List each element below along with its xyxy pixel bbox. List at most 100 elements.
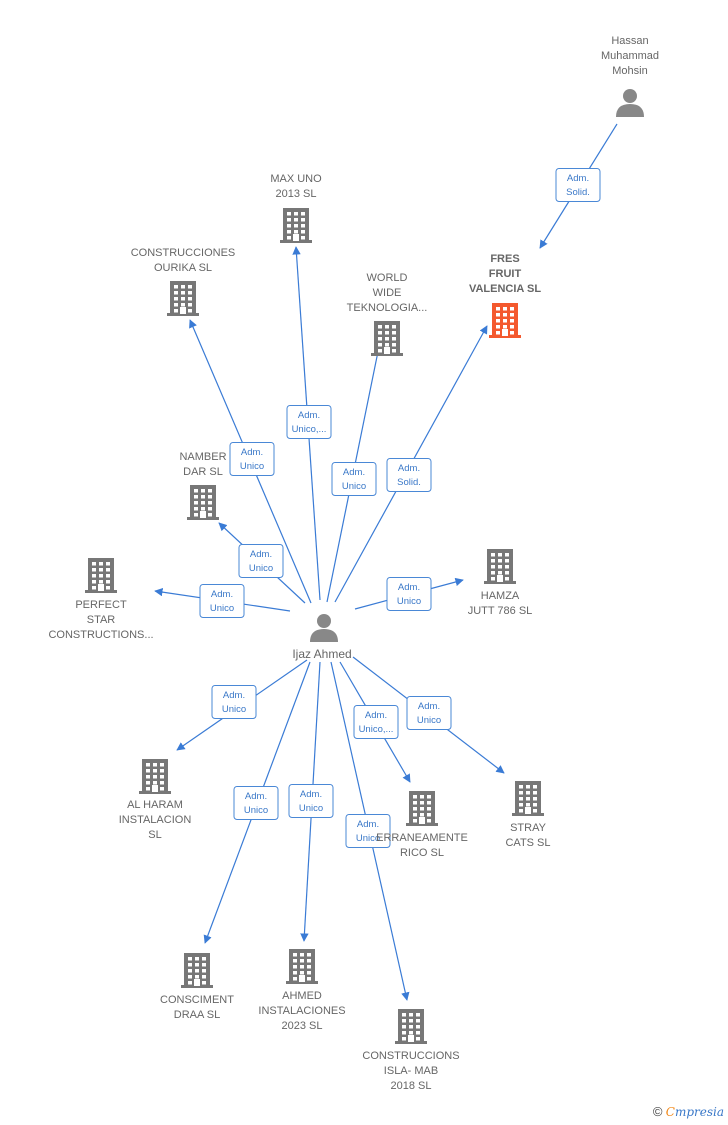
relation-label-perfect[interactable]: Adm.Unico [199,584,245,618]
relation-label-text: Adm. [298,410,320,421]
relation-label-namber[interactable]: Adm. Unico [238,544,284,578]
company-node-stray[interactable]: STRAY CATS SL [505,781,551,849]
building-icon [280,208,312,243]
relation-label-text: Adm. [223,690,245,701]
relation-label-text: Adm. [365,710,387,721]
company-node-consc[interactable]: CONSCIMENT DRAA SL [160,953,234,1021]
company-label: RICO SL [400,847,444,859]
company-label: STRAY [510,822,547,834]
building-icon [484,549,516,584]
relation-label-text: Adm. [418,701,440,712]
brand-name: mpresia [674,1105,724,1119]
company-label: AL HARAM [127,799,183,811]
company-label: MAX UNO [270,173,322,185]
relation-label-text: Adm. [398,582,420,593]
company-node-hamza[interactable]: HAMZA JUTT 786 SL [468,549,533,617]
company-label: 2023 SL [282,1020,323,1032]
person-label: Mohsin [612,65,647,77]
building-icon [85,558,117,593]
company-label: VALENCIA SL [469,283,541,295]
company-label: DAR SL [183,466,223,478]
relation-label-text: Adm. [250,549,272,560]
company-label: AHMED [282,990,322,1002]
person-icon [310,614,338,642]
relation-label-text: Solid. [566,187,590,198]
company-node-medit[interactable]: ERRANEAMENTE RICO SL [376,791,468,859]
relation-label-text: Unico [240,461,264,472]
relation-label-text: Adm. [343,467,365,478]
relation-label-text: Unico [299,803,323,814]
company-label: CONSTRUCTIONS... [48,629,153,641]
person-label: Muhammad [601,50,659,62]
relation-label-max[interactable]: Adm. Unico,... [286,405,332,439]
company-label: WIDE [373,287,402,299]
company-node-perfect[interactable]: PERFECT STAR CONSTRUCTIONS... [48,558,154,641]
copyright-symbol: © [652,1104,663,1119]
company-label: PERFECT [75,599,127,611]
person-node-center[interactable]: Ijaz Ahmed [292,614,352,661]
company-label: CATS SL [505,837,550,849]
brand-initial: C [665,1105,675,1119]
company-label: CONSTRUCCIONES [131,247,236,259]
relation-label-text: Unico [222,704,246,715]
company-label: ISLA- MAB [384,1065,438,1077]
company-label: JUTT 786 SL [468,605,533,617]
relation-label-text: Adm. [567,173,589,184]
company-node-ahmed[interactable]: AHMED INSTALACIONES 2023 SL [258,949,346,1032]
company-node-fres[interactable]: FRES FRUIT VALENCIA SL [469,253,541,338]
company-label: WORLD [367,272,408,284]
relation-label-fres[interactable]: Adm.Solid. [386,458,432,492]
relation-label-text: Adm. [300,789,322,800]
relation-label-text: Unico [244,805,268,816]
building-icon [181,953,213,988]
company-label: INSTALACIONES [258,1005,345,1017]
relation-label-stray[interactable]: Adm.Unico [406,696,452,730]
company-label: ERRANEAMENTE [376,832,468,844]
building-icon [406,791,438,826]
relation-label-isla[interactable]: Adm. Unico [345,814,391,848]
building-icon [167,281,199,316]
relation-label-ahmed[interactable]: Adm. Unico [288,784,334,818]
company-label: 2018 SL [391,1080,432,1092]
relation-label-text: Unico,... [292,424,327,435]
company-label: FRES [490,253,519,265]
relation-label-consc[interactable]: Adm. Unico [233,786,279,820]
building-icon [139,759,171,794]
relation-label-text: Adm. [357,819,379,830]
relation-label-fres[interactable]: Adm. Solid. [555,168,601,202]
relation-label-hamza[interactable]: Adm.Unico [386,577,432,611]
relation-label-text: Adm. [245,791,267,802]
company-label: INSTALACION [119,814,192,826]
relation-label-ourika[interactable]: Adm. Unico [229,442,275,476]
company-label: OURIKA SL [154,262,212,274]
relation-label-world[interactable]: Adm.Unico [331,462,377,496]
building-icon [512,781,544,816]
company-label: STAR [87,614,116,626]
person-icon [616,89,644,117]
relation-label-text: Adm. [398,463,420,474]
company-label: CONSCIMENT [160,994,234,1006]
empresia-watermark[interactable]: © Cmpresia [653,1104,724,1119]
building-icon [286,949,318,984]
relation-label-text: Unico [210,603,234,614]
company-label: HAMZA [481,590,520,602]
company-label: DRAA SL [174,1009,220,1021]
relation-label-alharam[interactable]: Adm. Unico [211,685,257,719]
relation-label-text: Adm. [241,447,263,458]
building-icon [371,321,403,356]
company-node-world[interactable]: WORLD WIDE TEKNOLOGIA... [347,272,428,356]
building-icon [489,303,521,338]
company-label: FRUIT [489,268,522,280]
company-label: TEKNOLOGIA... [347,302,428,314]
relation-label-text: Unico [249,563,273,574]
person-label: Hassan [611,35,648,47]
company-node-ourika[interactable]: CONSTRUCCIONES OURIKA SL [131,247,236,316]
relation-label-medit[interactable]: Adm.Unico,... [353,705,399,739]
relation-label-text: Unico [356,833,380,844]
